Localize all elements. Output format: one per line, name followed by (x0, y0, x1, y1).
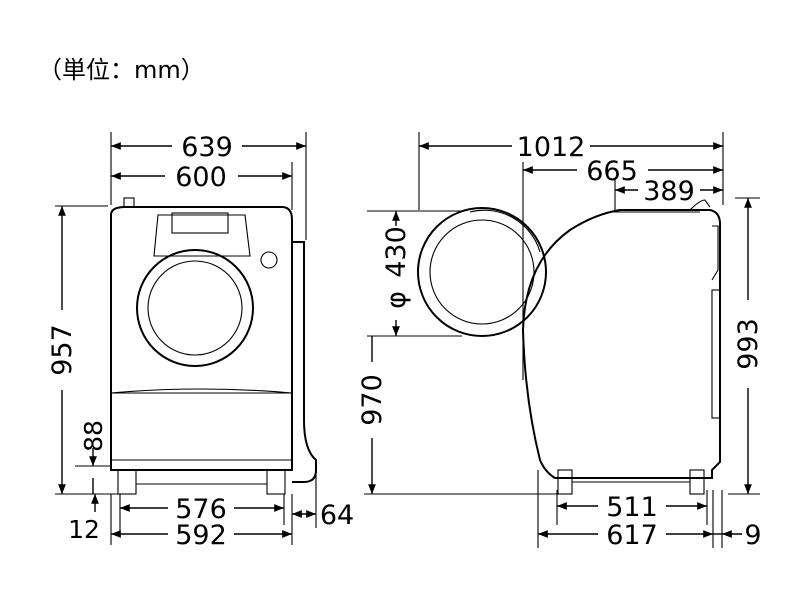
side-depth-1012: 1012 (517, 132, 586, 163)
front-width-600: 600 (175, 162, 227, 193)
side-foot-617: 617 (606, 520, 658, 551)
door-ring (417, 207, 547, 337)
door-height-970: 970 (357, 374, 388, 426)
front-door (136, 249, 254, 367)
diameter-symbol: φ (381, 291, 412, 309)
control-panel (153, 214, 251, 257)
front-view: 639 600 957 88 12 576 592 64 (47, 132, 354, 551)
side-view: 1012 665 389 430 φ 970 993 (357, 132, 764, 551)
side-height-993: 993 (733, 318, 764, 370)
unit-label: （単位：mm） (38, 56, 205, 84)
front-foot-576: 576 (175, 494, 227, 525)
front-hose-64: 64 (320, 500, 354, 531)
side-body (521, 209, 721, 479)
door-diameter-430: 430 (381, 226, 412, 278)
front-height-957: 957 (47, 324, 78, 376)
side-foot-511: 511 (606, 492, 658, 523)
side-depth-389: 389 (643, 176, 695, 207)
front-foot-592: 592 (175, 520, 227, 551)
display-window (171, 212, 229, 234)
side-depth-665: 665 (586, 156, 638, 187)
power-button-icon (260, 251, 278, 269)
front-body (110, 206, 293, 471)
front-foot-88: 88 (79, 420, 108, 452)
front-offset-12: 12 (68, 515, 100, 544)
front-width-639: 639 (181, 132, 233, 163)
side-rear-9: 9 (744, 520, 761, 551)
drain-hose (292, 241, 317, 483)
